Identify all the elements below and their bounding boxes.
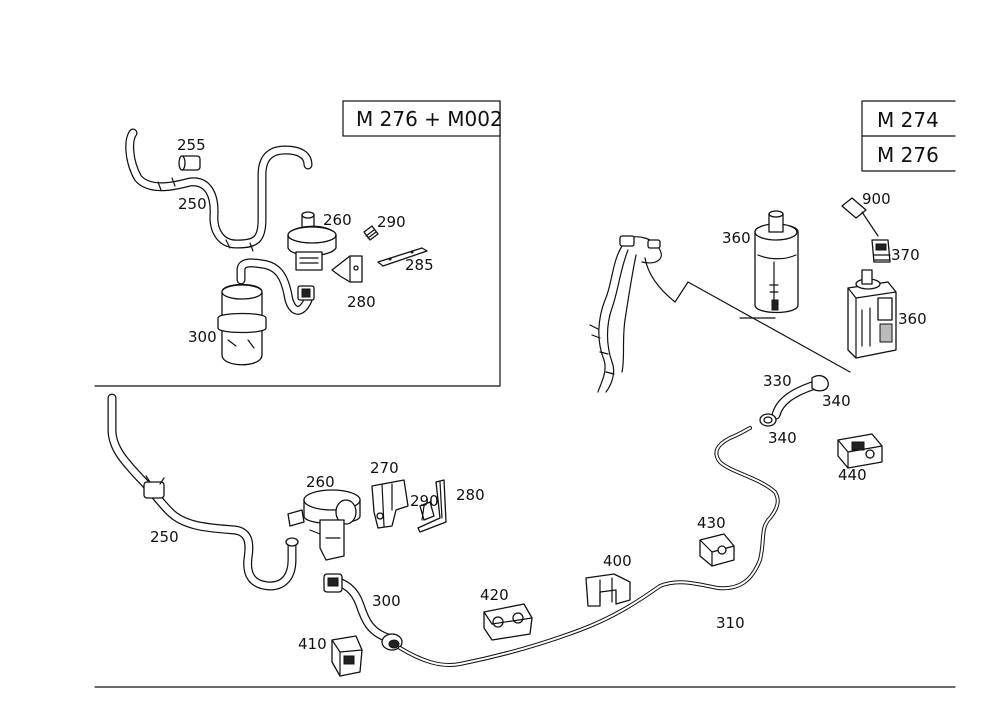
part-label-360-lower: 360 [898, 310, 927, 328]
inset-clamp-255 [178, 155, 201, 171]
inset-frame [94, 100, 501, 387]
main-bracket-280 [417, 479, 447, 533]
part-label-main-410: 410 [298, 635, 327, 653]
engine-variant-m274: M 274 [877, 108, 939, 132]
part-label-370: 370 [891, 246, 920, 264]
main-bracket-270 [371, 479, 409, 529]
part-label-main-310: 310 [716, 614, 745, 632]
part-label-main-400: 400 [603, 552, 632, 570]
main-pipe-310 [398, 426, 780, 667]
part-label-main-300: 300 [372, 592, 401, 610]
main-valve-260 [285, 489, 361, 561]
part-label-main-290: 290 [410, 492, 439, 510]
part-label-440: 440 [838, 466, 867, 484]
inset-strip-285 [377, 247, 428, 267]
part-label-255: 255 [177, 136, 206, 154]
inset-hose-250 [125, 128, 313, 252]
part-label-290: 290 [377, 213, 406, 231]
inset-bolt-290 [363, 225, 379, 241]
part-label-main-420: 420 [480, 586, 509, 604]
part-label-main-260: 260 [306, 473, 335, 491]
hose-330 [759, 374, 829, 427]
sensor-370 [841, 197, 891, 263]
part-label-300: 300 [188, 328, 217, 346]
valve-430 [699, 533, 735, 567]
engine-variant-inset: M 276 + M002 [356, 107, 503, 131]
part-label-340-b: 340 [768, 429, 797, 447]
engine-wiring-harness [589, 235, 851, 393]
part-label-260: 260 [323, 211, 352, 229]
part-label-main-280: 280 [456, 486, 485, 504]
part-label-285: 285 [405, 256, 434, 274]
valve-block-440 [837, 433, 883, 469]
part-label-340-a: 340 [822, 392, 851, 410]
canister-360-lower [847, 269, 897, 359]
main-hose-250 [107, 393, 297, 591]
engine-variant-m276: M 276 [877, 143, 939, 167]
inset-valve-260 [287, 211, 337, 271]
clip-400 [585, 573, 631, 607]
part-label-main-270: 270 [370, 459, 399, 477]
main-bolt-290 [419, 501, 435, 521]
clip-420 [483, 603, 533, 641]
inset-bracket-280 [331, 255, 363, 283]
part-label-main-430: 430 [697, 514, 726, 532]
variant-box-frame [861, 100, 956, 172]
part-label-main-250: 250 [150, 528, 179, 546]
part-label-900: 900 [862, 190, 891, 208]
part-label-330: 330 [763, 372, 792, 390]
part-label-280: 280 [347, 293, 376, 311]
main-pipe-300 [323, 573, 403, 651]
part-label-360-upper: 360 [722, 229, 751, 247]
valve-410 [331, 635, 363, 677]
canister-360-upper [754, 210, 799, 314]
part-label-250: 250 [178, 195, 207, 213]
inset-canister-300 [217, 258, 315, 366]
